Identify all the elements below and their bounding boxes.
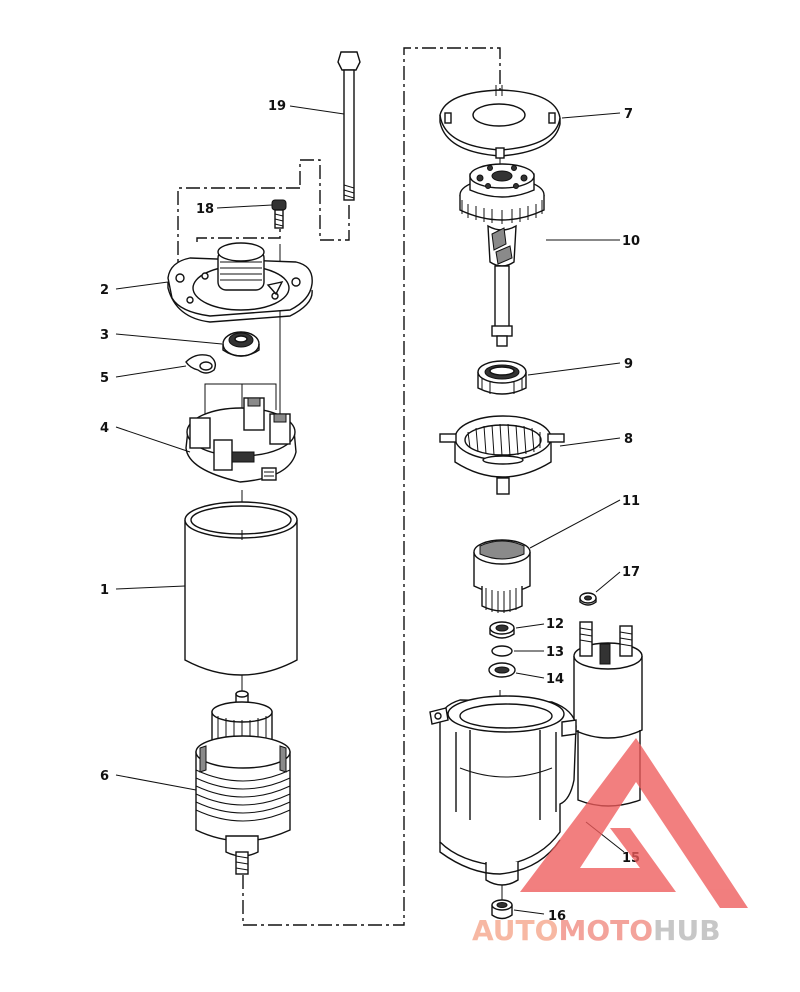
part-9-needle-bearing	[477, 360, 527, 395]
label-part-3: 3	[100, 328, 109, 343]
part-15-drive-housing	[429, 621, 643, 886]
part-18-screw	[271, 199, 287, 229]
label-part-8: 8	[624, 432, 633, 447]
part-2-end-plate	[167, 242, 313, 323]
part-1-frame	[184, 501, 298, 676]
label-part-10: 10	[622, 234, 640, 249]
part-10-gear-shaft	[459, 163, 545, 347]
part-7-plate	[439, 85, 561, 159]
part-labels: 19 18 2 3 5 4 1 6 7 10 9 8 11 17 12 13 1…	[100, 99, 640, 924]
label-part-18: 18	[196, 202, 214, 217]
part-5-clip	[185, 354, 217, 374]
label-part-5: 5	[100, 371, 109, 386]
part-19-through-bolt	[337, 51, 361, 201]
watermark-text-hub: HUB	[653, 914, 721, 947]
part-17-nut	[579, 592, 597, 606]
label-part-12: 12	[546, 617, 564, 632]
label-part-2: 2	[100, 283, 109, 298]
svg-text:AUTOMOTOHUB: AUTOMOTOHUB	[472, 914, 721, 947]
label-part-13: 13	[546, 645, 564, 660]
part-14-washer	[488, 662, 516, 678]
label-part-7: 7	[624, 107, 633, 122]
label-part-1: 1	[100, 583, 109, 598]
label-part-9: 9	[624, 357, 633, 372]
part-12-collar	[489, 621, 515, 639]
part-11-drive-pinion	[473, 539, 531, 613]
part-13-snap-ring	[491, 645, 513, 657]
label-part-4: 4	[100, 421, 109, 436]
part-4-brush-holder	[185, 397, 297, 483]
watermark-text-auto: AUTO	[472, 914, 558, 947]
label-part-11: 11	[622, 494, 640, 509]
part-3-bearing	[222, 331, 260, 357]
label-part-6: 6	[100, 769, 109, 784]
part-8-ring-gear	[439, 415, 565, 495]
label-part-17: 17	[622, 565, 640, 580]
label-part-14: 14	[546, 672, 564, 687]
part-16-bushing	[491, 899, 513, 920]
watermark-logo: AUTOMOTOHUB	[472, 738, 748, 947]
part-6-armature	[195, 690, 291, 875]
watermark-text-moto: MOTO	[558, 914, 653, 947]
label-part-19: 19	[268, 99, 286, 114]
label-part-16: 16	[548, 909, 566, 924]
watermark-triangle-icon	[520, 738, 748, 908]
